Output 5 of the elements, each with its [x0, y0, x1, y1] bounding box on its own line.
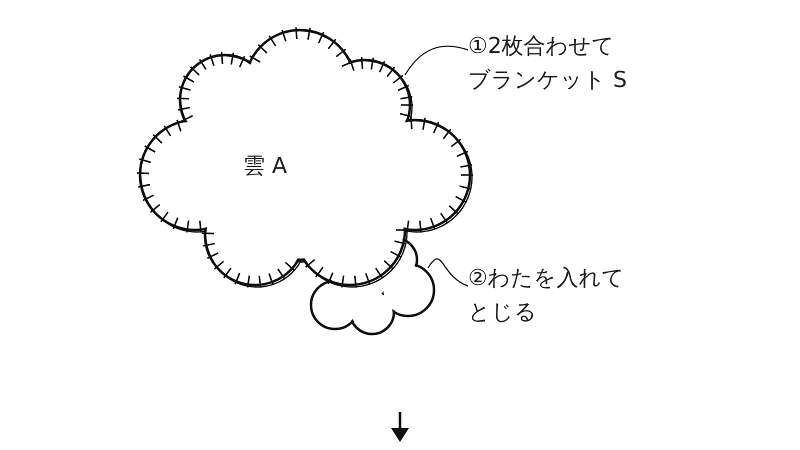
leader-line — [404, 46, 468, 76]
callout-note: ①2枚合わせてブランケット S — [468, 33, 628, 95]
shape-label: 雲 A — [243, 153, 288, 181]
callout-note: ②わたを入れてとじる — [468, 265, 626, 327]
leader-line — [428, 258, 468, 287]
